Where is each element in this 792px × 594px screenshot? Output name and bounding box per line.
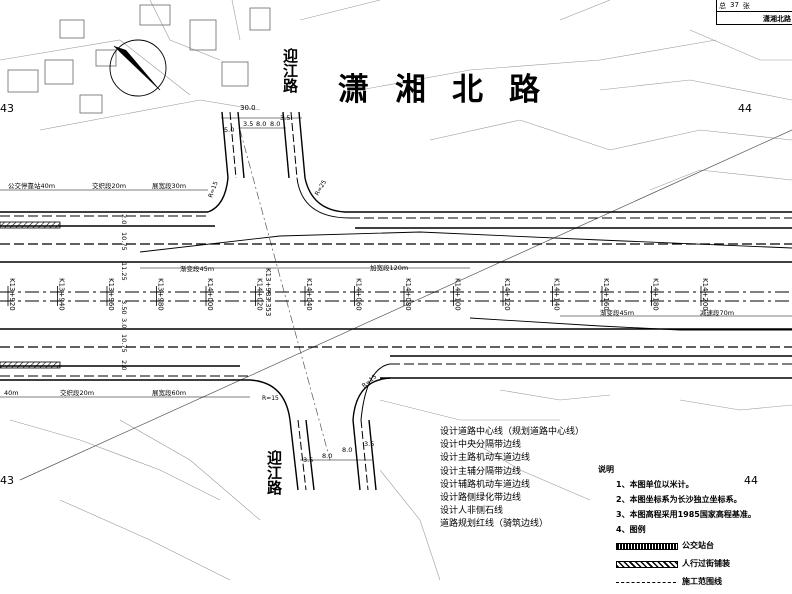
cross-road-name-top: 迎江路 (281, 47, 299, 93)
grid-mark-left-top: 43 (0, 102, 14, 115)
legend-label: 施工范围线 (682, 577, 722, 586)
segment-widen-30: 展宽段30m (152, 181, 186, 190)
grid-mark-left-bottom: 43 (0, 474, 14, 487)
radius-top-left: R=15 (207, 180, 219, 198)
note-item: 2、本图坐标系为长沙独立坐标系。 (616, 495, 742, 504)
segment-widen-120: 加宽段120m (370, 263, 408, 272)
legend-label: 人行过街铺装 (682, 559, 730, 568)
station-label: K14+000 (206, 278, 214, 311)
svg-text:2.0: 2.0 (120, 360, 128, 370)
radius-top-right: R=25 (314, 179, 329, 197)
drawing-name: 潇湘北路 (763, 15, 791, 23)
svg-text:3.0: 3.0 (120, 318, 128, 328)
legend-label: 公交站台 (682, 541, 714, 550)
legend-line-item: 设计路侧绿化带边线 (440, 493, 522, 504)
legend-line-item: 设计辅路机动车道边线 (440, 479, 531, 490)
legend-line-item: 设计中央分隔带边线 (440, 440, 522, 451)
bus-stop-swatch (616, 543, 678, 550)
legend-crosswalk: 人行过街铺装 (616, 558, 791, 570)
notes: 说明 1、本图单位以米计。 2、本图坐标系为长沙独立坐标系。 3、本图高程采用1… (598, 462, 790, 537)
station-label: K14+040 (305, 278, 313, 311)
grid-mark-right-top: 44 (738, 102, 752, 115)
legend-line-item: 设计人非侧石线 (440, 506, 504, 517)
note-item: 1、本图单位以米计。 (616, 480, 694, 489)
main-road-name: 潇湘北路 (338, 72, 566, 108)
segment-transition-bottom: 交织段20m (60, 388, 94, 397)
segment-bus-bay-bottom: 40m (4, 389, 19, 397)
station-label: K14+200 (701, 278, 709, 311)
sheet-number: 37 (730, 1, 739, 9)
station-label: K14+180 (652, 278, 660, 311)
segment-reduce-70: 减速段70m (700, 308, 734, 317)
station-label: K13+960 (107, 278, 115, 311)
width-top-8a: 8.0 (256, 120, 266, 128)
radius-bottom-left: R=15 (262, 395, 279, 402)
width-top-50: 5.0 (224, 126, 234, 134)
segment-widen-60: 展宽段60m (152, 388, 186, 397)
legend-line-item: 道路规划红线（骑筑边线） (440, 519, 549, 530)
legend-construction-limit: 施工范围线 (616, 576, 791, 588)
bus-bay-strips (0, 221, 61, 369)
station-ticks: K13+920 K13+940 K13+960 K13+980 K14+000 K14+0… (7, 278, 709, 311)
station-label: K14+100 (454, 278, 462, 311)
line-legend: 设计道路中心线（规划道路中心线） 设计中央分隔带边线 设计主路机动车道边线 设计… (440, 426, 584, 532)
width-top-30: 30.0 (240, 104, 256, 112)
buildings (7, 4, 271, 114)
legend-bus-stop: 公交站台 (616, 540, 791, 552)
note-item: 4、图例 (616, 525, 646, 534)
station-label: K13+920 (8, 278, 16, 311)
note-item: 3、本图高程采用1985国家高程基准。 (616, 510, 756, 519)
title-block: 总 37 张 潇湘北路 (716, 0, 792, 25)
construction-limit-swatch (616, 582, 676, 583)
segment-taper-45-right: 渐变段45m (600, 308, 634, 317)
station-label: K14+020 (256, 278, 264, 311)
map-labels: 潇湘北路 迎江路 迎江路 43 44 43 44 公交停靠站40m 交织段20m… (0, 47, 758, 495)
svg-text:2.0: 2.0 (120, 214, 128, 224)
legend-line-item: 设计主路机动车道边线 (440, 453, 531, 464)
cross-road-name-bottom: 迎江路 (265, 449, 283, 495)
sheet-label: 总 (719, 2, 726, 10)
width-bottom-8b: 8.0 (342, 446, 352, 454)
width-bottom-35a: 3.5 (303, 456, 313, 464)
left-width-dimensions: 2.0 10.75 11.25 3.50 3.0 10.75 2.0 (120, 214, 128, 370)
station-label: K14+080 (404, 278, 412, 311)
legend-line-item: 设计主辅分隔带边线 (440, 466, 522, 477)
terrain-background (0, 0, 792, 581)
width-top-35b: 3.5 (280, 114, 290, 122)
svg-text:3.50: 3.50 (120, 300, 128, 314)
cross-road-top (207, 111, 351, 219)
width-bottom-35b: 3.5 (364, 440, 374, 448)
station-label: K14+140 (553, 278, 561, 311)
width-top-35a: 3.5 (243, 120, 253, 128)
cross-road-bottom (249, 363, 391, 491)
width-top-8b: 8.0 (270, 120, 280, 128)
crosswalk-swatch (616, 561, 678, 568)
station-label: K14+120 (503, 278, 511, 311)
center-station-label: K13+983.353 (264, 268, 272, 316)
svg-text:11.25: 11.25 (120, 262, 128, 281)
segment-dimension-lines (0, 189, 792, 398)
station-label: K14+060 (355, 278, 363, 311)
legend-line-item: 设计道路中心线（规划道路中心线） (440, 427, 585, 437)
segment-bus-bay-top: 公交停靠站40m (8, 181, 55, 190)
north-arrow-icon (109, 39, 167, 97)
station-label: K14+160 (602, 278, 610, 311)
station-label: K13+940 (58, 278, 66, 311)
sheet-unit: 张 (742, 2, 750, 10)
width-bottom-8a: 8.0 (322, 452, 332, 460)
station-label: K13+980 (157, 278, 165, 311)
segment-transition-top: 交织段20m (92, 181, 126, 190)
main-road-lines (0, 211, 792, 381)
segment-taper-45-left: 渐变段45m (180, 264, 214, 273)
grid-mark-right-bottom: 44 (744, 474, 758, 487)
svg-text:10.75: 10.75 (120, 334, 128, 353)
diagonal-reference-lines (19, 129, 792, 481)
notes-title: 说明 (598, 465, 614, 474)
svg-text:10.75: 10.75 (120, 232, 128, 251)
